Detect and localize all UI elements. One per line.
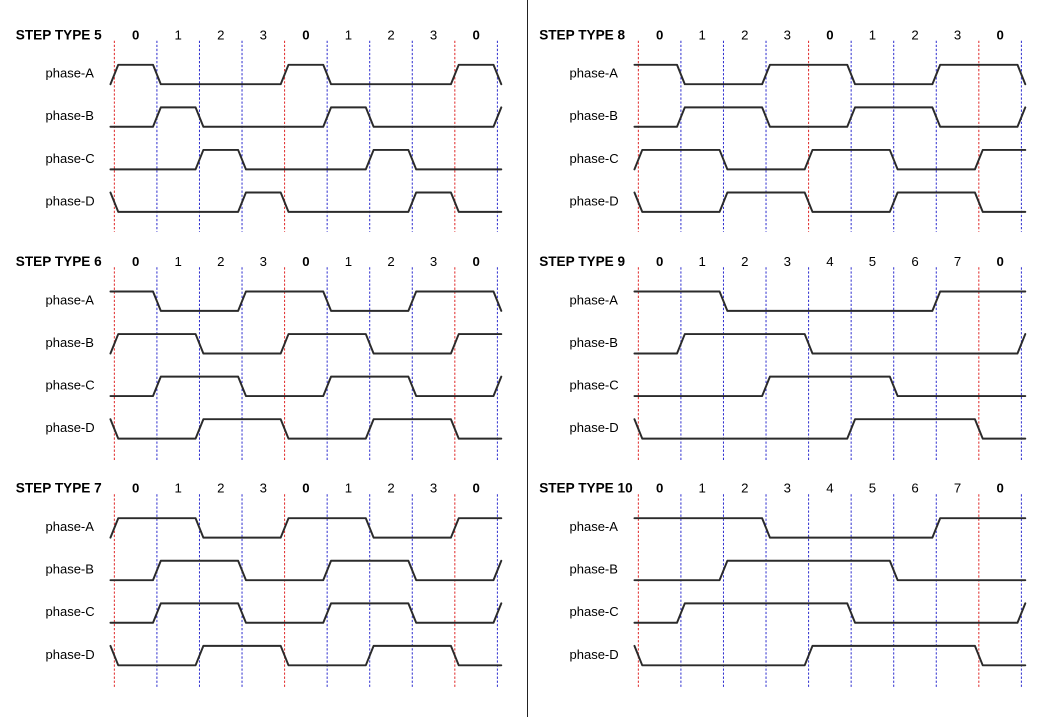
svg-text:2: 2 [911, 28, 918, 43]
svg-text:2: 2 [741, 28, 748, 43]
svg-text:0: 0 [996, 28, 1003, 43]
svg-text:1: 1 [345, 480, 352, 495]
svg-text:phase-C: phase-C [570, 604, 619, 619]
svg-text:0: 0 [472, 28, 479, 43]
svg-text:3: 3 [430, 480, 437, 495]
svg-text:3: 3 [260, 480, 267, 495]
svg-text:phase-C: phase-C [46, 377, 95, 392]
svg-text:STEP TYPE 8: STEP TYPE 8 [539, 28, 625, 43]
svg-text:2: 2 [217, 254, 224, 269]
svg-text:phase-B: phase-B [570, 562, 618, 577]
svg-text:phase-D: phase-D [46, 647, 95, 662]
svg-text:STEP TYPE 9: STEP TYPE 9 [539, 254, 625, 269]
svg-text:2: 2 [741, 480, 748, 495]
svg-text:1: 1 [175, 480, 182, 495]
svg-text:STEP TYPE 5: STEP TYPE 5 [16, 28, 102, 43]
svg-text:phase-D: phase-D [46, 420, 95, 435]
svg-text:0: 0 [996, 480, 1003, 495]
svg-text:3: 3 [260, 254, 267, 269]
svg-text:0: 0 [302, 28, 309, 43]
svg-text:0: 0 [132, 254, 139, 269]
svg-text:0: 0 [132, 480, 139, 495]
svg-text:1: 1 [175, 28, 182, 43]
svg-text:phase-A: phase-A [46, 519, 95, 534]
svg-text:7: 7 [954, 480, 961, 495]
svg-text:1: 1 [175, 254, 182, 269]
svg-text:phase-A: phase-A [570, 519, 619, 534]
svg-text:6: 6 [911, 254, 918, 269]
svg-text:3: 3 [260, 28, 267, 43]
svg-text:STEP TYPE 7: STEP TYPE 7 [16, 480, 102, 495]
svg-text:phase-D: phase-D [46, 193, 95, 208]
svg-text:1: 1 [345, 28, 352, 43]
svg-text:phase-A: phase-A [570, 292, 619, 307]
svg-text:3: 3 [784, 480, 791, 495]
svg-text:2: 2 [387, 28, 394, 43]
svg-text:2: 2 [741, 254, 748, 269]
svg-text:phase-D: phase-D [570, 193, 619, 208]
svg-text:3: 3 [954, 28, 961, 43]
svg-text:4: 4 [826, 480, 833, 495]
svg-text:phase-B: phase-B [46, 335, 94, 350]
svg-text:5: 5 [869, 254, 876, 269]
svg-text:2: 2 [217, 480, 224, 495]
svg-text:phase-B: phase-B [570, 335, 618, 350]
svg-text:4: 4 [826, 254, 833, 269]
svg-text:phase-C: phase-C [46, 151, 95, 166]
svg-text:2: 2 [387, 254, 394, 269]
svg-text:phase-C: phase-C [570, 377, 619, 392]
svg-text:0: 0 [656, 480, 663, 495]
svg-text:0: 0 [996, 254, 1003, 269]
svg-text:STEP TYPE 6: STEP TYPE 6 [16, 254, 102, 269]
svg-text:phase-D: phase-D [570, 647, 619, 662]
svg-text:phase-A: phase-A [570, 66, 619, 81]
svg-text:2: 2 [387, 480, 394, 495]
svg-text:3: 3 [430, 28, 437, 43]
svg-text:0: 0 [132, 28, 139, 43]
svg-text:3: 3 [430, 254, 437, 269]
svg-text:7: 7 [954, 254, 961, 269]
svg-text:1: 1 [699, 28, 706, 43]
svg-text:0: 0 [472, 254, 479, 269]
svg-text:3: 3 [784, 254, 791, 269]
svg-text:phase-B: phase-B [46, 562, 94, 577]
svg-text:6: 6 [911, 480, 918, 495]
svg-text:phase-A: phase-A [46, 292, 95, 307]
svg-text:1: 1 [869, 28, 876, 43]
svg-text:phase-D: phase-D [570, 420, 619, 435]
svg-text:5: 5 [869, 480, 876, 495]
svg-text:0: 0 [656, 254, 663, 269]
svg-text:0: 0 [656, 28, 663, 43]
svg-text:phase-C: phase-C [46, 604, 95, 619]
svg-text:0: 0 [826, 28, 833, 43]
svg-text:phase-A: phase-A [46, 66, 95, 81]
svg-text:phase-B: phase-B [570, 108, 618, 123]
svg-text:0: 0 [302, 254, 309, 269]
svg-text:STEP TYPE 10: STEP TYPE 10 [539, 480, 632, 495]
svg-text:0: 0 [472, 480, 479, 495]
svg-text:phase-C: phase-C [570, 151, 619, 166]
svg-text:1: 1 [345, 254, 352, 269]
svg-text:0: 0 [302, 480, 309, 495]
svg-text:2: 2 [217, 28, 224, 43]
svg-text:1: 1 [699, 480, 706, 495]
svg-text:1: 1 [699, 254, 706, 269]
svg-text:3: 3 [784, 28, 791, 43]
svg-text:phase-B: phase-B [46, 108, 94, 123]
